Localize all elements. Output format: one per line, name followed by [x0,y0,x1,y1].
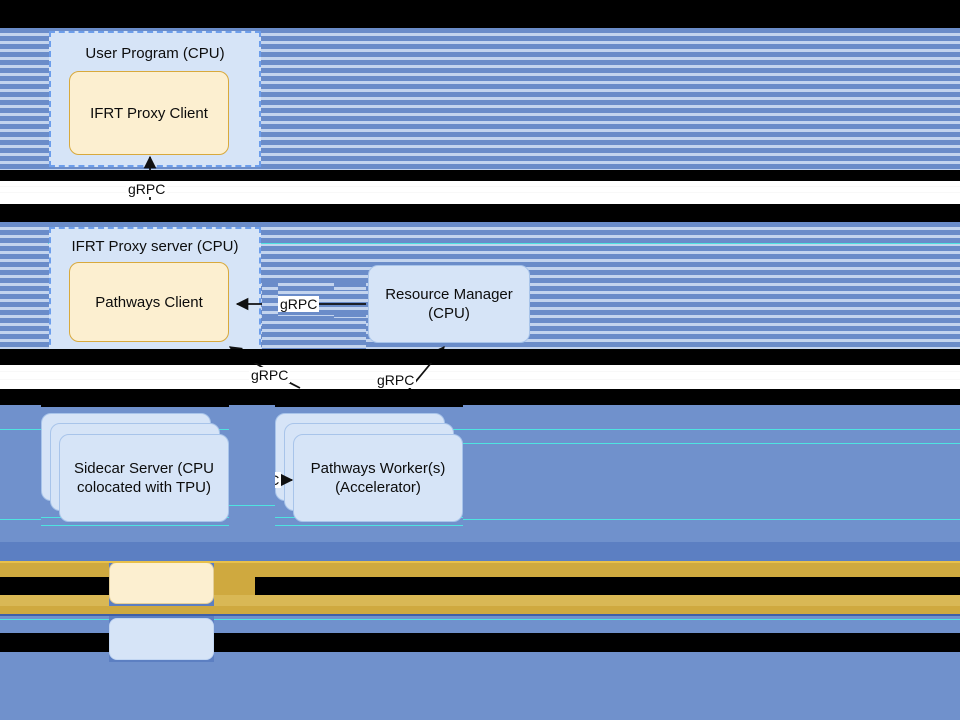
node-pathways-client[interactable]: Pathways Client [69,262,229,342]
node-label-pathways-workers-line2: (Accelerator) [335,479,421,496]
node-label-pathways-workers-line1: Pathways Worker(s) [310,460,446,477]
edge-label-resource-manager-to-pathways-client: gRPC [278,296,320,312]
edge-label-sidecar-to-workers: gRPC [240,472,282,488]
edge-label-sidecar-to-pathways-client: gRPC [249,367,291,383]
edge-label-proxy-server-to-proxy-client: gRPC [126,181,168,197]
legend-swatch-blue [109,618,214,660]
node-label-sidecar-server-line1: Sidecar Server (CPU [73,460,215,477]
node-pathways-workers[interactable]: Pathways Worker(s) (Accelerator) [293,434,463,522]
container-title-ifrt-proxy-server: IFRT Proxy server (CPU) [71,238,239,255]
node-resource-manager[interactable]: Resource Manager (CPU) [368,265,530,343]
node-label-pathways-client: Pathways Client [95,293,203,311]
node-label-resource-manager-line1: Resource Manager [385,286,513,303]
container-title-user-program: User Program (CPU) [85,45,225,62]
node-label-sidecar-server-line2: colocated with TPU) [77,479,211,496]
edge-label-workers-to-resource-manager: gRPC [375,372,417,388]
legend-swatch-yellow [109,562,214,604]
node-label-resource-manager-line2: (CPU) [428,305,470,322]
node-ifrt-proxy-client[interactable]: IFRT Proxy Client [69,71,229,155]
node-sidecar-server[interactable]: Sidecar Server (CPU colocated with TPU) [59,434,229,522]
node-label-ifrt-proxy-client: IFRT Proxy Client [90,104,208,122]
